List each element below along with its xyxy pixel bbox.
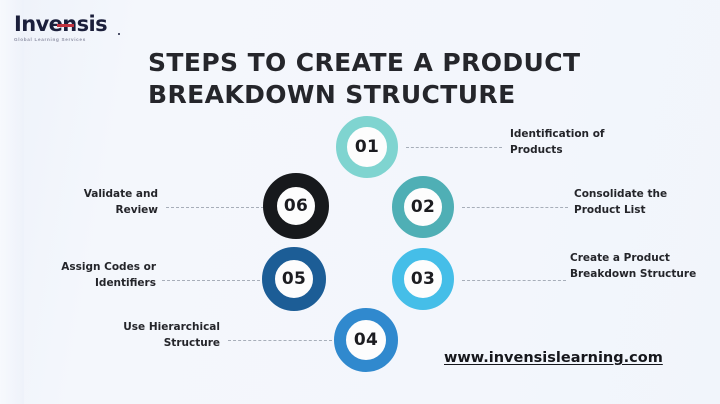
step-circle-05[interactable]: 05 (262, 247, 326, 311)
step-number-04: 04 (353, 330, 379, 350)
step-label-01: Identification of Products (510, 128, 605, 157)
step-circle-04[interactable]: 04 (334, 308, 398, 372)
step-label-04: Use Hierarchical Structure (123, 321, 220, 350)
step-number-02: 02 (410, 197, 436, 217)
step-number-01: 01 (354, 137, 380, 157)
connector-step-05 (162, 280, 260, 281)
brand-logo-tagline: Global Learning Services (14, 37, 86, 42)
website-link[interactable]: www.invensislearning.com (444, 350, 663, 366)
step-circle-03[interactable]: 03 (392, 248, 454, 310)
step-label-03: Create a Product Breakdown Structure (570, 252, 697, 281)
brand-logo-dot (117, 32, 120, 35)
page-title: STEPS TO CREATE A PRODUCT BREAKDOWN STRU… (148, 47, 581, 109)
step-circle-06[interactable]: 06 (263, 173, 329, 239)
step-label-06: Validate and Review (83, 188, 158, 217)
step-label-02: Consolidate the Product List (574, 188, 668, 217)
brand-logo: Invensis Global Learning Services (14, 14, 130, 48)
step-circle-01[interactable]: 01 (336, 116, 398, 178)
step-number-03: 03 (410, 269, 436, 289)
brand-logo-accent-bar (57, 24, 74, 27)
step-number-06: 06 (283, 196, 309, 216)
connector-step-03 (462, 280, 566, 281)
step-circle-02[interactable]: 02 (392, 176, 454, 238)
connector-step-02 (462, 207, 568, 208)
step-label-05: Assign Codes or Identifiers (61, 261, 156, 290)
connector-step-06 (166, 207, 264, 208)
connector-step-01 (406, 147, 502, 148)
connector-step-04 (228, 340, 332, 341)
background-edge-band (0, 0, 24, 404)
step-number-05: 05 (281, 269, 307, 289)
